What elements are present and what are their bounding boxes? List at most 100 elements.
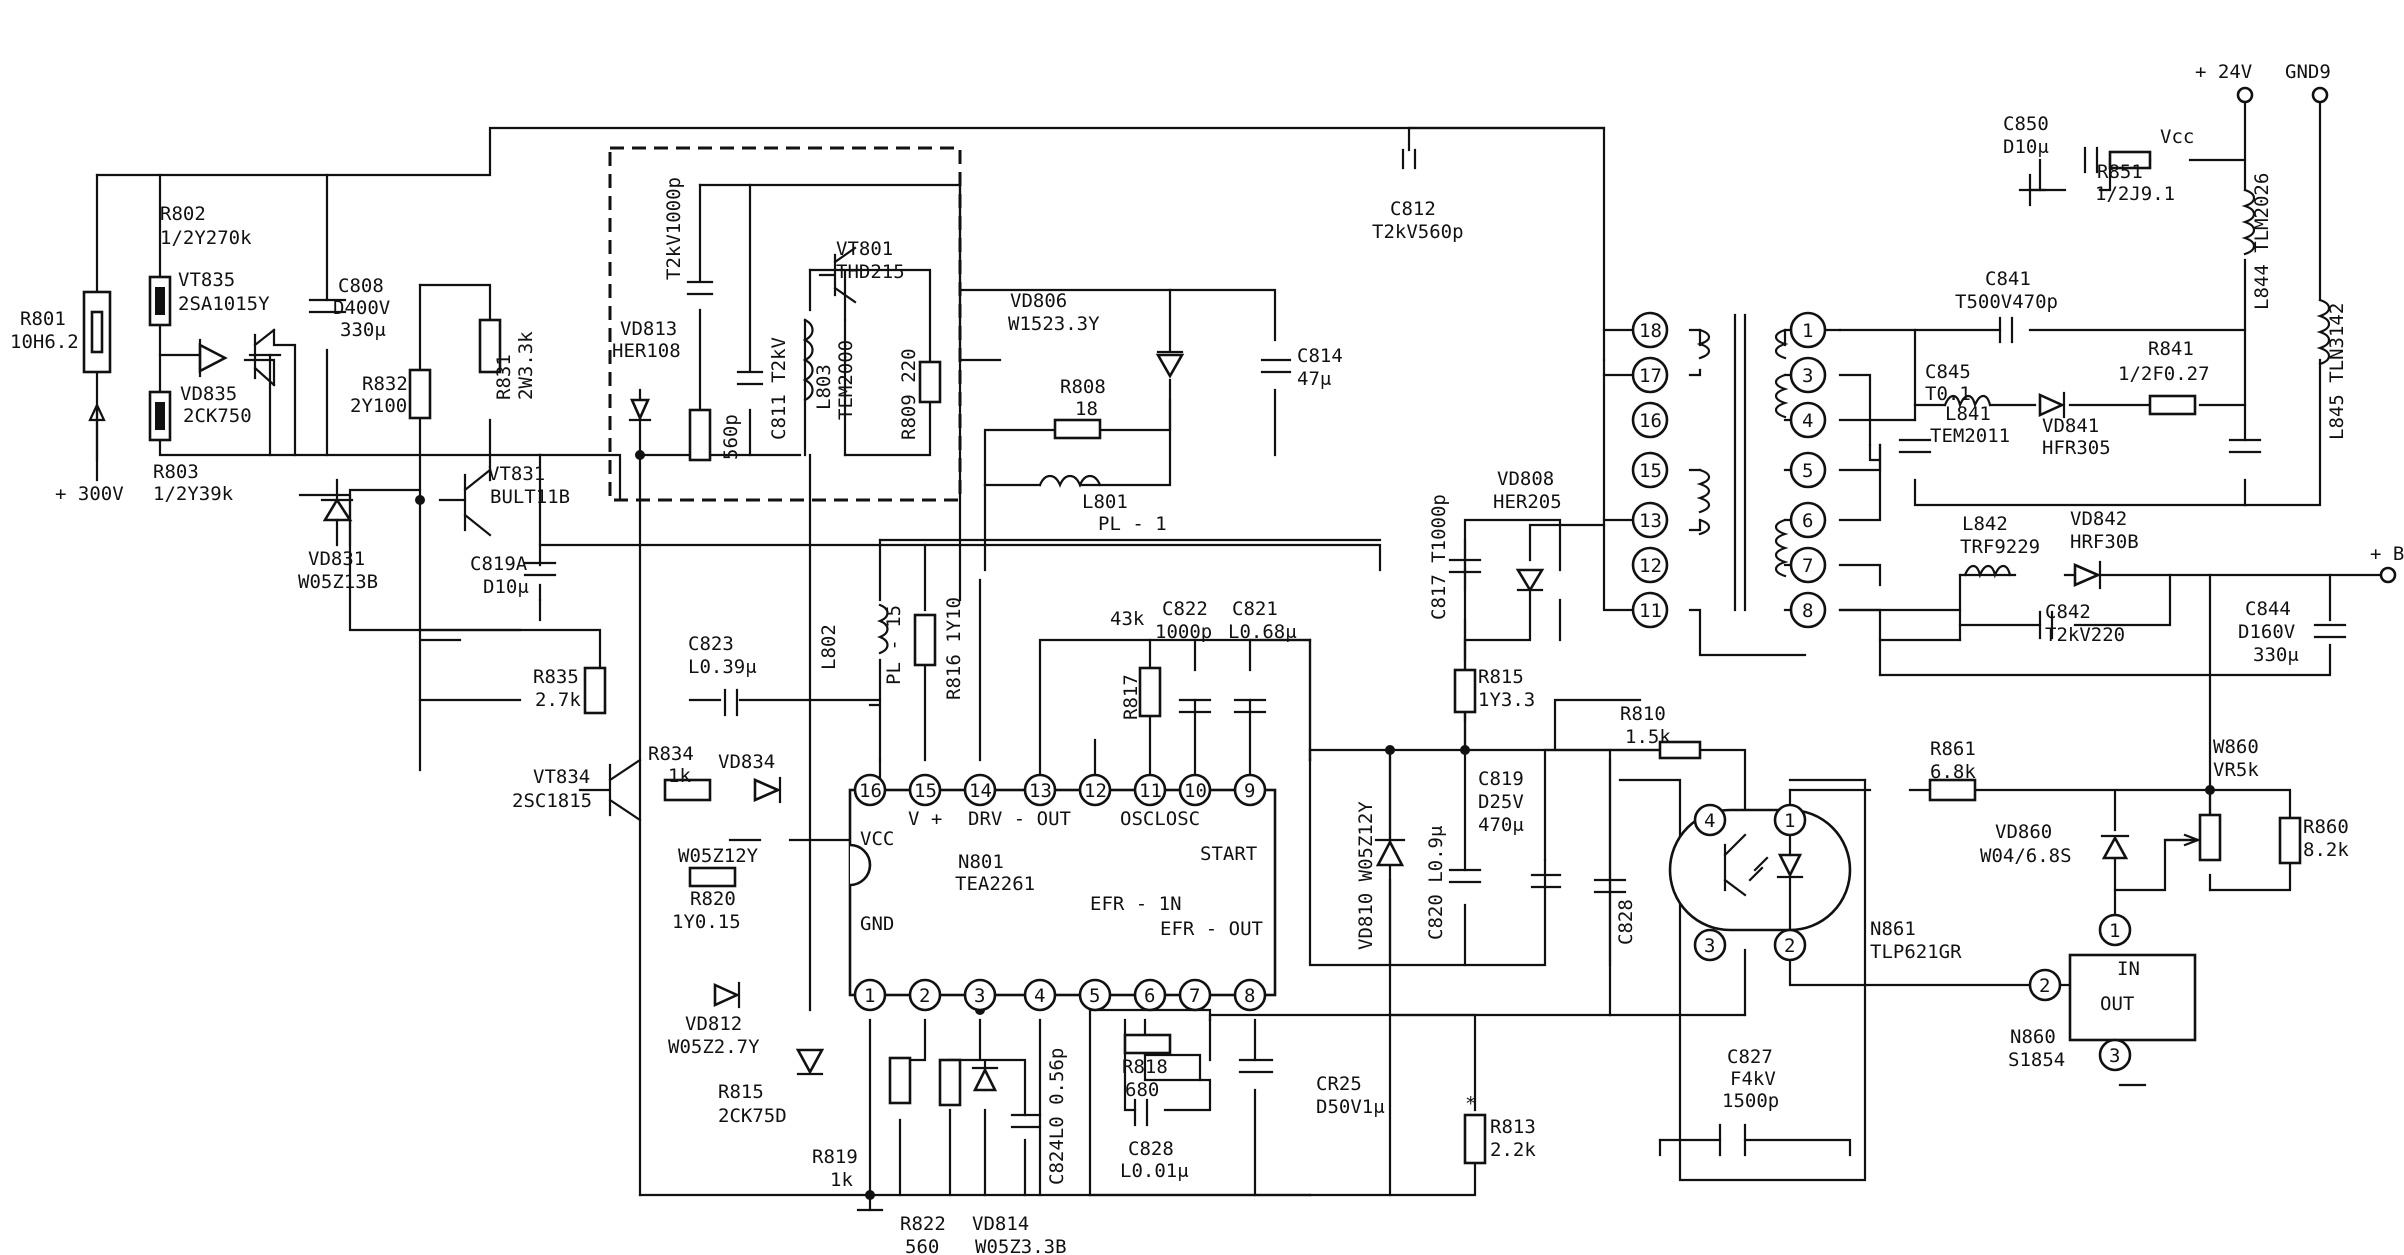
vd860-zener-icon [2101, 835, 2129, 860]
label-c808: C808 [338, 275, 384, 297]
opto-phototransistor-icon [1723, 833, 1747, 897]
l803-inductor-icon [802, 318, 814, 402]
label-vd842-value: HRF30B [2070, 531, 2139, 553]
n860-pin: 1 [2109, 920, 2120, 942]
label-c823-value: L0.39μ [688, 656, 757, 678]
label-vt831: VT831 [488, 463, 545, 485]
label-vt801-value: THD215 [836, 261, 905, 283]
label-c812-value: T2kV560p [1372, 221, 1464, 243]
chip-pin-5 [1078, 978, 1112, 1012]
label-vd812-value: W05Z2.7Y [668, 1036, 760, 1058]
label-r861: R861 [1930, 738, 1976, 760]
label-l803: L803 [813, 364, 835, 410]
chip-pin-label: 7 [1189, 985, 1200, 1007]
label-c814: C814 [1297, 345, 1343, 367]
transformer-pin-label: 17 [1639, 365, 1662, 387]
label-r815b-value: 2CK75D [718, 1105, 787, 1127]
c841-capacitor [1998, 316, 2014, 344]
arrow-up-icon [88, 402, 106, 482]
vd835-diode-icon [198, 342, 228, 374]
n860-pin: 3 [2109, 1045, 2120, 1067]
opto-pin: 4 [1704, 810, 1715, 832]
label-l842-value: TRF9229 [1960, 536, 2040, 558]
r802-inner [155, 287, 165, 315]
label-w860-value: VR5k [2213, 759, 2259, 781]
r810-resistor [1658, 740, 1702, 760]
label-c842: C842 [2045, 601, 2091, 623]
label-560p: 560p [720, 414, 742, 460]
label-cr25-value: D50V1μ [1316, 1096, 1385, 1118]
label-c819a: C819A [470, 553, 528, 575]
label-c812: C812 [1390, 198, 1436, 220]
transformer-pin-6 [1789, 501, 1827, 539]
chip-pin-label: 14 [969, 780, 992, 802]
label-vd808: VD808 [1497, 468, 1554, 490]
label-vt831-value: BULT11B [490, 486, 570, 508]
transformer-pin-label: 11 [1639, 600, 1662, 622]
transformer-pin-label: 1 [1802, 320, 1813, 342]
chip-efrin-label: EFR - 1N [1090, 893, 1182, 915]
label-vd813-value: HER108 [612, 340, 681, 362]
chip-drv-label: DRV - OUT [968, 808, 1071, 830]
chip-pin-3 [963, 978, 997, 1012]
label-r820: R820 [690, 888, 736, 910]
c819a-capacitor [523, 561, 557, 577]
label-vd814-value: W05Z3.3B [975, 1236, 1067, 1255]
label-c817: C817 T1000p [1428, 494, 1450, 620]
label-vd831: VD831 [308, 548, 365, 570]
transformer-pin-label: 3 [1802, 365, 1813, 387]
r860-resistor [2278, 816, 2302, 865]
r832-resistor [408, 368, 432, 420]
chip-part-label: TEA2261 [955, 873, 1035, 895]
r841-resistor [2148, 394, 2197, 416]
c813-capacitor [686, 280, 714, 296]
label-r803-value: 1/2Y39k [153, 483, 234, 505]
label-c850-value: D10μ [2003, 136, 2049, 158]
l845-inductor-icon [2316, 298, 2331, 366]
vd842-diode-icon [2073, 563, 2102, 587]
label-r808: R808 [1060, 376, 1106, 398]
label-r819-value: 1k [830, 1169, 853, 1191]
label-vd860: VD860 [1995, 821, 2052, 843]
label-vt834-value: 2SC1815 [512, 790, 592, 812]
label-c828b: C828 [1128, 1138, 1174, 1160]
label-r831-value: 2W3.3k [515, 331, 537, 400]
label-pl15: PL - 15 [883, 605, 905, 685]
label-r816: R816 1Y10 [943, 597, 965, 700]
label-r813: R813 [1490, 1116, 1536, 1138]
label-vd808-value: HER205 [1493, 491, 1562, 513]
label-n861: N861 [1870, 918, 1916, 940]
transformer-pin-label: 7 [1802, 555, 1813, 577]
transformer-pin-1 [1789, 311, 1827, 349]
chip-pin-10 [1178, 773, 1212, 807]
label-r803: R803 [153, 461, 199, 483]
c823-capacitor [723, 688, 739, 717]
transformer-pin-18 [1631, 311, 1669, 349]
label-n860-value: S1854 [2008, 1049, 2065, 1071]
transformer-pin-label: 15 [1639, 460, 1662, 482]
label-r817: R817 [1120, 674, 1142, 720]
junction-dot [415, 495, 425, 505]
label-vd813: VD813 [620, 318, 677, 340]
vd831-zener-icon [322, 497, 353, 522]
label-r820-value: 1Y0.15 [672, 911, 741, 933]
l801-inductor-icon [1038, 474, 1102, 488]
label-c828: C828 [1615, 899, 1637, 945]
r851-resistor [2108, 150, 2152, 170]
c844-capacitor [2313, 623, 2347, 639]
label-c828b-value: L0.01μ [1120, 1160, 1189, 1182]
label-vt801: VT801 [836, 238, 893, 260]
label-vd810: VD810 W05Z12Y [1355, 801, 1377, 950]
transformer-pin-15 [1631, 451, 1669, 489]
label-r831: R831 [493, 354, 515, 400]
label-r841-value: 1/2F0.27 [2118, 363, 2210, 385]
chip-pin-label: 10 [1184, 780, 1207, 802]
label-c819: C819 [1478, 768, 1524, 790]
chip-vplus-label: V + [908, 808, 942, 830]
chip-pin-9 [1233, 773, 1267, 807]
label-c819a-value: D10μ [483, 576, 529, 598]
label-vd814: VD814 [972, 1213, 1029, 1235]
chip-pin-6 [1133, 978, 1167, 1012]
c850-capacitor [2083, 146, 2099, 174]
